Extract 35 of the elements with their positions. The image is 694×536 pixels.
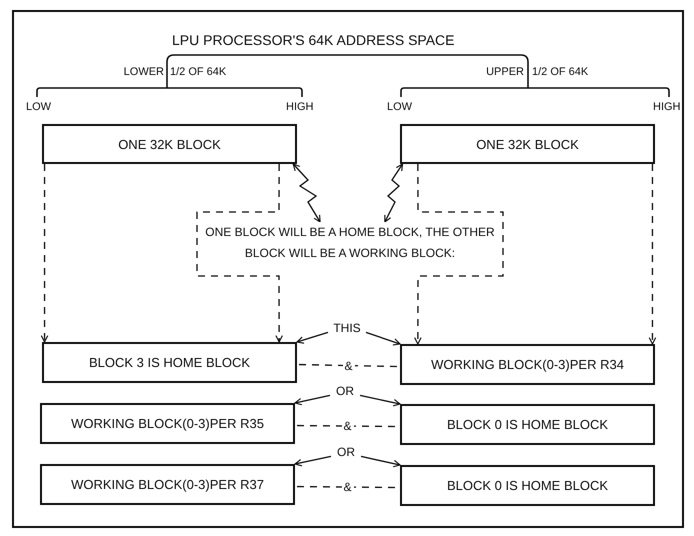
arrow (294, 456, 332, 466)
range-label: HIGH (286, 101, 314, 113)
arrow (366, 332, 401, 346)
memory-block-box: WORKING BLOCK(0-3)PER R35 (40, 403, 295, 444)
arrow (384, 163, 404, 223)
memory-block-box: WORKING BLOCK(0-3)PER R34 (400, 344, 655, 385)
dashed-connector (196, 164, 283, 343)
memory-block-box: BLOCK 3 IS HOME BLOCK (42, 342, 297, 383)
dashed-connector (297, 486, 398, 488)
dashed-connector (40, 164, 48, 343)
dashed-connector (414, 164, 504, 345)
range-label: 1/2 OF 64K (532, 66, 588, 78)
memory-block-box: BLOCK 0 IS HOME BLOCK (400, 404, 655, 445)
diagram-title: LPU PROCESSOR'S 64K ADDRESS SPACE (172, 32, 455, 48)
range-label: HIGH (653, 101, 680, 113)
edge-label: & (342, 419, 354, 434)
arrow (296, 332, 328, 344)
memory-block-box: WORKING BLOCK(0-3)PER R37 (40, 464, 295, 505)
arrow (360, 394, 401, 406)
edge-label: & (342, 358, 354, 373)
arrow (360, 456, 401, 468)
range-label: UPPER (485, 66, 524, 78)
range-label: LOW (26, 101, 52, 113)
range-label: LOWER (122, 66, 164, 78)
memory-block-box: ONE 32K BLOCK (400, 124, 655, 164)
range-label: 1/2 OF 64K (170, 66, 226, 78)
dashed-connector (298, 364, 398, 368)
memory-block-box: BLOCK 0 IS HOME BLOCK (400, 465, 655, 506)
edge-label: & (342, 480, 354, 494)
memory-block-box: ONE 32K BLOCK (42, 124, 297, 164)
range-label: LOW (387, 101, 412, 113)
arrow (294, 394, 330, 406)
dashed-connector (648, 164, 656, 345)
arrow (292, 163, 321, 223)
dashed-connector (297, 424, 398, 428)
